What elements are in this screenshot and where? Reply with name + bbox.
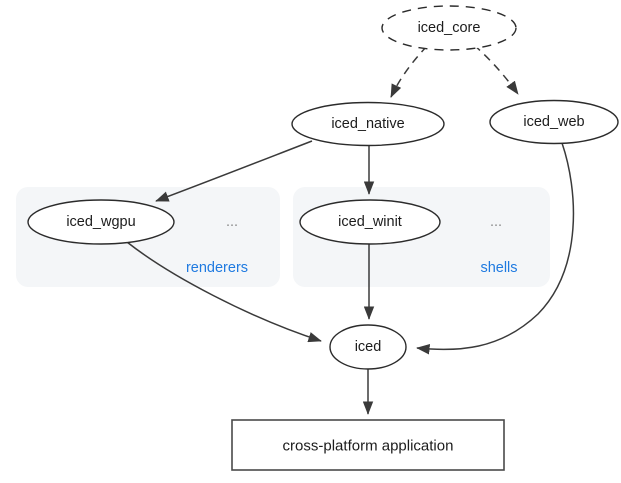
node-iced-wgpu[interactable] <box>27 199 175 245</box>
node-iced-label: iced <box>355 339 382 355</box>
cluster-shells-ellipsis: ... <box>490 214 502 230</box>
node-iced-winit-label: iced_winit <box>338 214 402 230</box>
node-iced-core[interactable] <box>381 5 517 51</box>
edge-iced-web-to-iced <box>416 142 575 355</box>
edge-iced-core-to-iced-web <box>473 44 519 95</box>
node-iced-web[interactable] <box>489 99 619 145</box>
node-iced[interactable] <box>329 324 407 370</box>
node-cross-platform-application-label: cross-platform application <box>283 438 454 455</box>
node-iced-web-label: iced_web <box>523 114 584 130</box>
node-iced-core-label: iced_core <box>418 20 481 36</box>
edge-iced-wgpu-to-iced <box>126 241 322 343</box>
edge-iced-native-to-iced-wgpu <box>155 140 313 202</box>
cluster-renderers-label: renderers <box>186 260 248 276</box>
node-iced-winit[interactable] <box>299 199 441 245</box>
node-cross-platform-application[interactable] <box>231 419 505 471</box>
node-iced-native[interactable] <box>291 101 445 147</box>
cluster-shells-label: shells <box>480 260 517 276</box>
node-iced-wgpu-label: iced_wgpu <box>66 214 135 230</box>
edge-iced-core-to-iced-native <box>390 45 428 98</box>
node-iced-native-label: iced_native <box>331 116 404 132</box>
cluster-renderers-ellipsis: ... <box>226 214 238 230</box>
